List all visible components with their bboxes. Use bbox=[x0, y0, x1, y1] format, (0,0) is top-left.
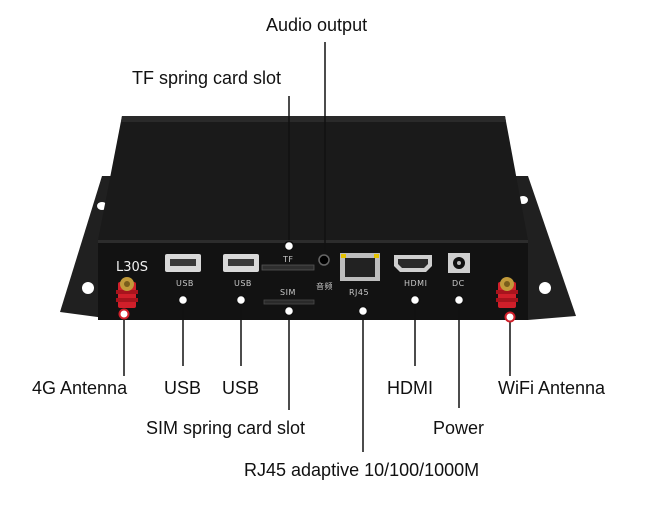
callout-dot-dc bbox=[453, 294, 465, 306]
silk-usb-1: USB bbox=[176, 279, 194, 288]
silk-tf: TF bbox=[283, 255, 294, 264]
callout-dot-rj45 bbox=[357, 305, 369, 317]
callout-dot-tf bbox=[283, 240, 295, 252]
label-rj45: RJ45 adaptive 10/100/1000M bbox=[244, 460, 480, 480]
silk-usb-2: USB bbox=[234, 279, 252, 288]
callout-dot-4g bbox=[118, 308, 130, 320]
silk-audio: 音频 bbox=[316, 282, 333, 291]
silk-sim: SIM bbox=[280, 288, 296, 297]
silk-hdmi: HDMI bbox=[404, 279, 428, 288]
wifi-antenna-connector bbox=[496, 277, 518, 308]
label-tf-slot: TF spring card slot bbox=[132, 68, 282, 88]
silk-dc: DC bbox=[452, 279, 465, 288]
callout-dot-hdmi bbox=[409, 294, 421, 306]
sim-slot bbox=[263, 299, 315, 305]
audio-jack bbox=[318, 254, 330, 266]
label-4g-antenna: 4G Antenna bbox=[32, 378, 128, 398]
4g-antenna-connector bbox=[116, 277, 138, 308]
callout-dot-usb-2 bbox=[235, 294, 247, 306]
callout-dot-sim bbox=[283, 305, 295, 317]
label-usb-1: USB bbox=[164, 378, 202, 398]
label-audio-output: Audio output bbox=[266, 15, 368, 35]
label-wifi-antenna: WiFi Antenna bbox=[498, 378, 606, 398]
tf-slot bbox=[261, 264, 315, 271]
label-hdmi: HDMI bbox=[387, 378, 433, 398]
callout-dot-wifi bbox=[504, 311, 516, 323]
label-usb-2: USB bbox=[222, 378, 260, 398]
silk-rj45: RJ45 bbox=[349, 288, 370, 297]
model-label: L30S bbox=[116, 260, 149, 275]
label-power: Power bbox=[433, 418, 485, 438]
label-sim-slot: SIM spring card slot bbox=[146, 418, 306, 438]
callout-dot-usb-1 bbox=[177, 294, 189, 306]
case-top bbox=[98, 116, 528, 240]
